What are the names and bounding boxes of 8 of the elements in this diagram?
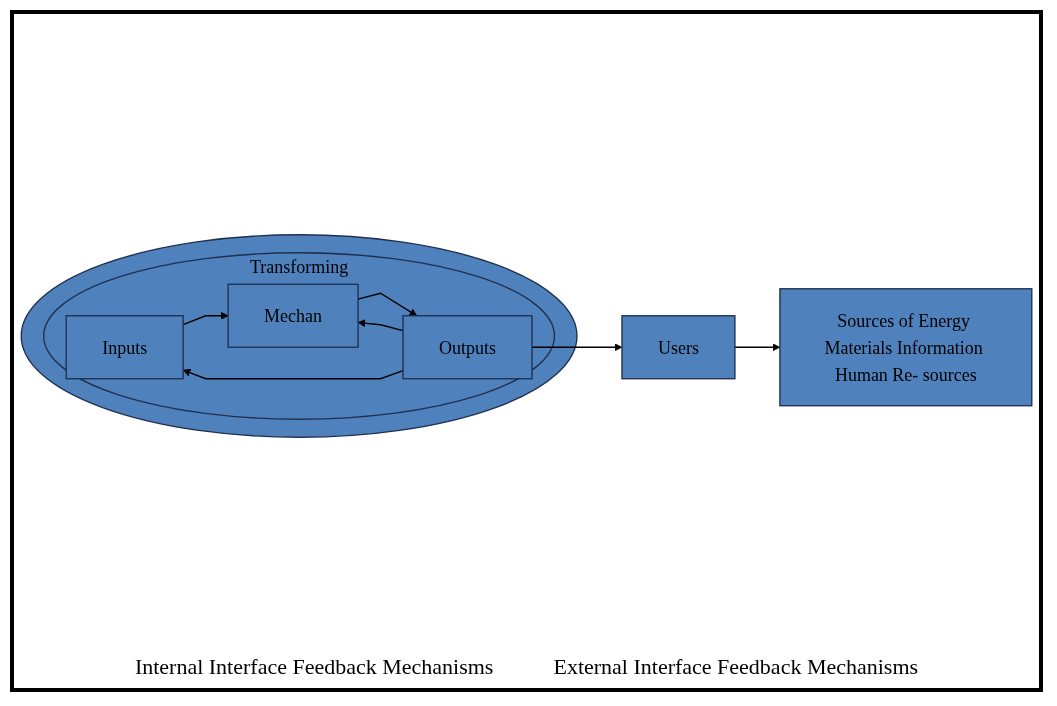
node-box: Users <box>621 315 736 380</box>
node-box: Mechan <box>227 283 359 348</box>
note-text: Internal Interface Feedback Mechanisms <box>134 654 494 680</box>
node-box: Outputs <box>402 315 533 380</box>
node-box: Inputs <box>65 315 184 380</box>
note-text: External Interface Feedback Mechanisms <box>553 654 919 680</box>
cluster <box>20 234 578 438</box>
node-box: Sources of Energy Materials Information Human Re- sources <box>779 288 1033 407</box>
